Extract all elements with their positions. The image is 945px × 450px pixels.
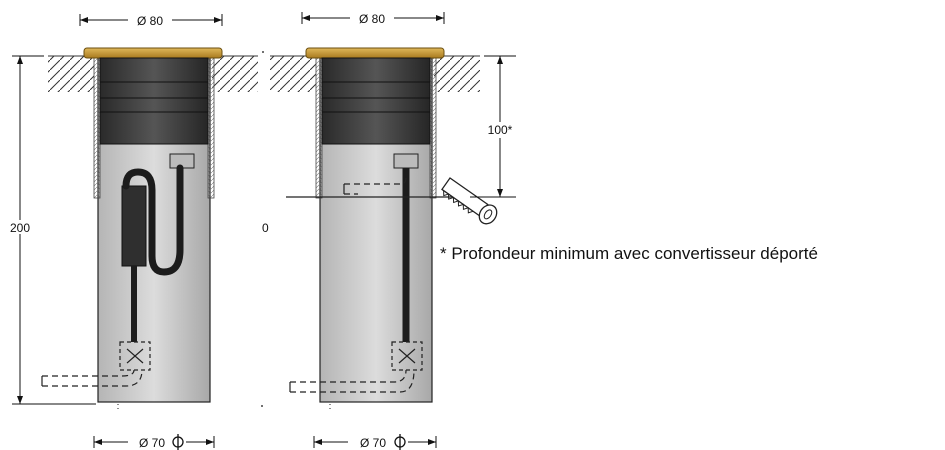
left-body: [99, 57, 209, 145]
dim-middle-value: 0: [262, 221, 269, 235]
dim-top-left: Ø 80: [137, 14, 163, 28]
right-junction-box: [391, 341, 423, 371]
left-ground-hatch-left: [48, 56, 94, 92]
dim-depth-min: 100*: [488, 123, 513, 137]
left-converter: [121, 185, 147, 267]
saw-icon: [441, 177, 498, 225]
left-quarter-turn-icon: [172, 434, 184, 450]
right-fixture: Ø 80 100* Ø 70: [270, 10, 520, 450]
right-quarter-turn-icon: [394, 434, 406, 450]
left-ground-hatch-right: [212, 56, 258, 92]
right-ground-hatch-right: [434, 56, 480, 92]
dim-top-right: Ø 80: [359, 12, 385, 26]
dim-bottom-right: Ø 70: [360, 436, 386, 450]
left-junction-box: [119, 341, 151, 371]
dim-height-total: 200: [10, 221, 30, 235]
left-fixture: Ø 80 200 Ø 70: [4, 12, 258, 450]
remote-converter-note: * Profondeur minimum avec convertisseur …: [440, 244, 818, 263]
right-flange: [305, 47, 445, 59]
left-flange: [83, 47, 223, 59]
right-body: [321, 57, 431, 145]
right-ground-hatch-left: [270, 56, 316, 92]
dim-bottom-left: Ø 70: [139, 436, 165, 450]
left-cable: [122, 164, 184, 276]
